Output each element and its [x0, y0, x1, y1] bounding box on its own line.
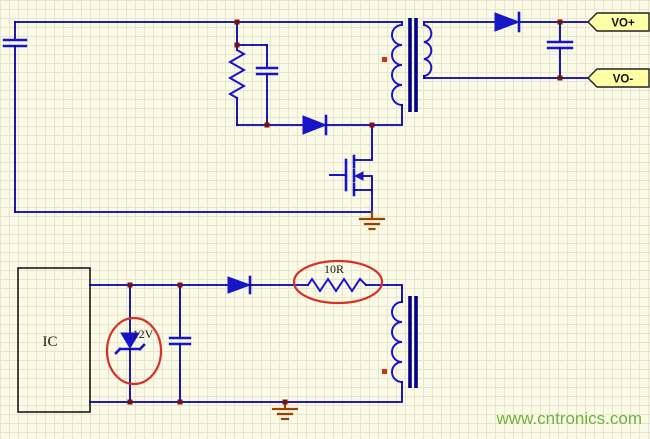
secondary-winding	[422, 21, 433, 79]
ic-box	[17, 267, 91, 413]
vo-minus-tag: VO-	[587, 68, 650, 88]
junction-dot	[234, 19, 240, 25]
polarity-dot-auxiliary	[382, 369, 387, 374]
junction-dots	[127, 19, 563, 405]
mosfet-drain-wire	[353, 124, 373, 161]
vo-plus-label: VO+	[611, 18, 635, 30]
zener-annotation-ellipse	[105, 316, 163, 386]
transformer-core	[408, 18, 418, 388]
junction-dot	[127, 399, 133, 405]
snubber-diode	[302, 114, 328, 136]
junction-dot	[177, 282, 183, 288]
input-capacitor	[2, 21, 28, 213]
primary-loop-wires	[14, 21, 403, 213]
junction-dot	[557, 75, 563, 81]
resistor-annotation-ellipse	[292, 259, 384, 305]
signal-ground	[271, 400, 299, 421]
mosfet-symbol	[329, 124, 373, 213]
mosfet-source-wire	[353, 189, 373, 213]
junction-dot	[282, 399, 288, 405]
snubber-resistor	[227, 48, 247, 100]
mosfet-body-arrow	[353, 171, 364, 181]
junction-dot	[127, 282, 133, 288]
output-rectifier-diode	[494, 11, 521, 33]
watermark-text: www.cntronics.com	[496, 409, 642, 428]
aux-filter-capacitor	[168, 284, 192, 403]
junction-dot	[234, 42, 240, 48]
junction-dot	[369, 122, 375, 128]
auxiliary-winding	[391, 300, 404, 384]
polarity-dot-primary	[382, 57, 387, 62]
output-filter-capacitor	[546, 21, 574, 79]
zener-diode-12v	[114, 284, 146, 403]
vo-plus-tag: VO+	[587, 12, 650, 32]
snubber-capacitor	[255, 44, 279, 126]
power-ground	[358, 210, 386, 231]
primary-winding	[371, 21, 404, 126]
snubber-network	[227, 21, 373, 136]
junction-dot	[264, 122, 270, 128]
junction-dot	[557, 19, 563, 25]
ic-label: IC	[43, 334, 58, 350]
junction-dot	[177, 399, 183, 405]
limit-resistor-10r	[306, 277, 368, 293]
aux-rectifier-diode	[227, 275, 252, 295]
aux-bottom-wire	[89, 381, 403, 403]
zener-annotation-label: 12V	[133, 327, 154, 341]
vo-minus-label: VO-	[613, 74, 634, 86]
resistor-annotation-label: 10R	[324, 262, 344, 276]
